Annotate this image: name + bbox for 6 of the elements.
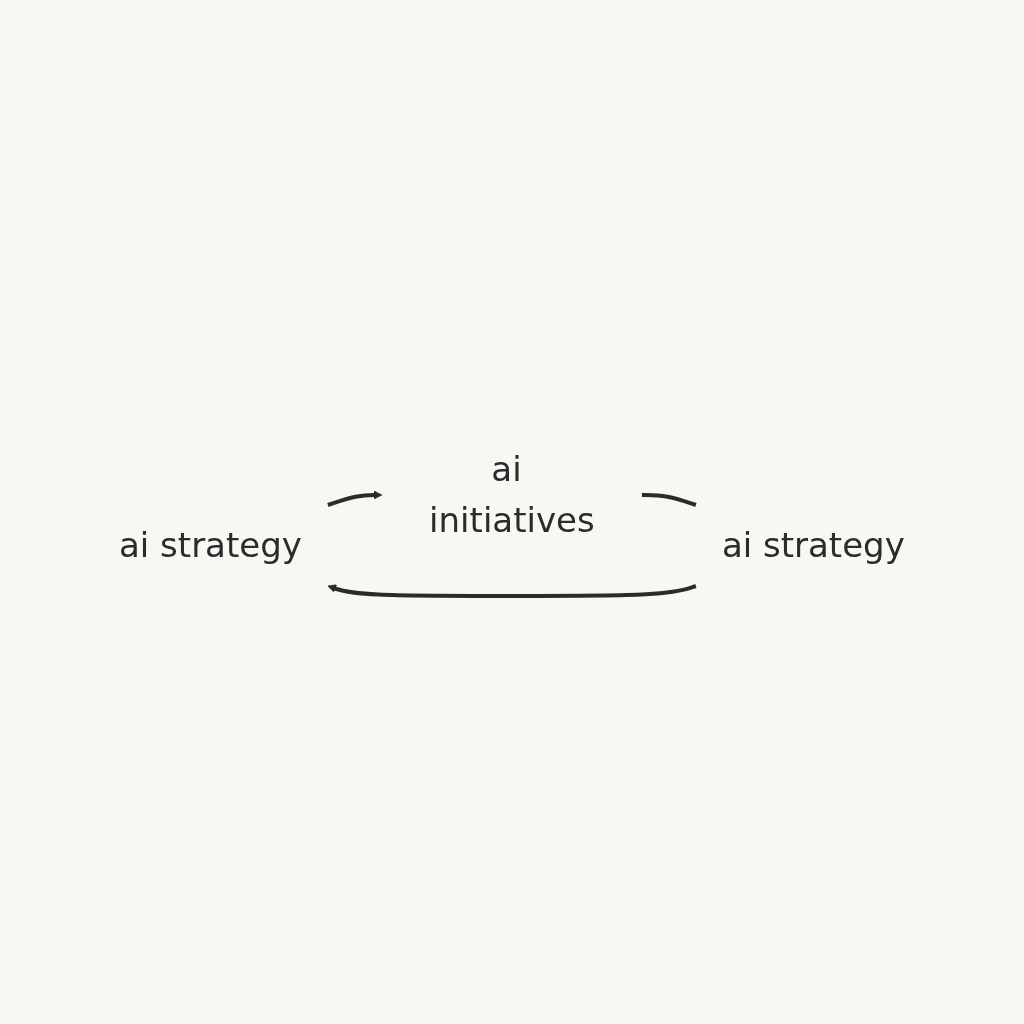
node-text: ai strategy [119, 524, 302, 565]
arrow [327, 583, 697, 598]
connector [642, 492, 697, 507]
node-text: ai initiatives [429, 448, 595, 540]
node-text: ai strategy [722, 524, 905, 565]
arrow [327, 490, 383, 507]
